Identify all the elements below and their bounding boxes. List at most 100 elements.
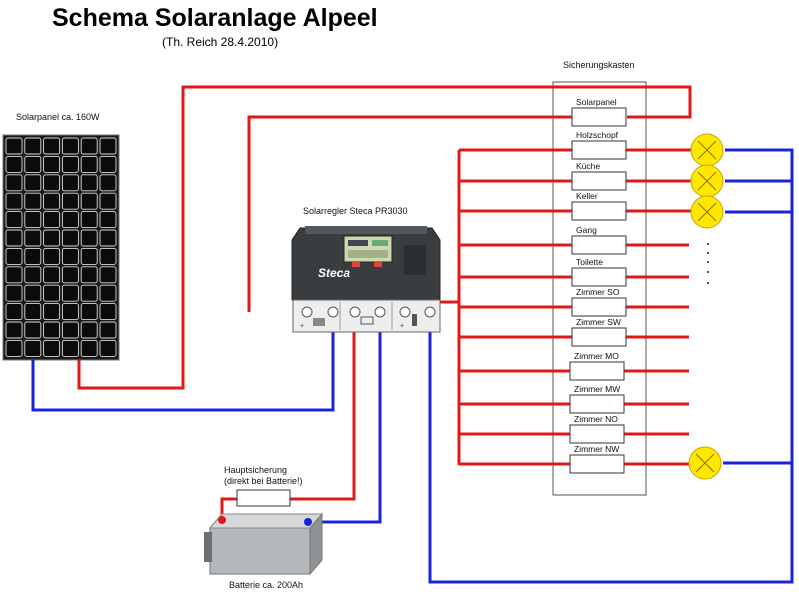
solar-cell xyxy=(61,192,79,210)
controller-button-1 xyxy=(352,262,360,267)
more-lamps-ellipsis xyxy=(707,243,709,284)
solar-cell xyxy=(80,192,98,210)
solar-cell xyxy=(99,266,117,284)
solar-cell xyxy=(80,339,98,357)
battery-label: Batterie ca. 200Ah xyxy=(229,580,304,590)
charge-controller: + + xyxy=(291,226,441,333)
solar-cell xyxy=(5,155,23,173)
solar-cell xyxy=(61,266,79,284)
solar-cell xyxy=(99,229,117,247)
diagram-title: Schema Solaranlage Alpeel xyxy=(52,4,378,32)
solar-cell xyxy=(24,284,42,302)
solar-cell xyxy=(61,229,79,247)
fuse-label: Küche xyxy=(576,161,600,171)
lamp-kueche xyxy=(690,164,724,198)
negative-wires xyxy=(31,148,794,584)
solar-cell xyxy=(80,303,98,321)
solar-cell xyxy=(5,247,23,265)
fuse-label: Keller xyxy=(576,191,598,201)
solar-cell xyxy=(80,321,98,339)
solar-cell xyxy=(99,137,117,155)
solar-cell xyxy=(61,155,79,173)
solar-cell xyxy=(5,321,23,339)
solar-cell xyxy=(5,229,23,247)
solar-cell xyxy=(43,247,61,265)
solar-cell xyxy=(80,284,98,302)
fuse-box-slot xyxy=(571,107,627,127)
wire-battery-negative xyxy=(308,320,382,524)
solar-cell xyxy=(99,339,117,357)
fuse-label: Zimmer SW xyxy=(576,317,621,327)
solar-cell xyxy=(80,211,98,229)
fuse-label: Zimmer NO xyxy=(574,414,618,424)
fuse-label: Zimmer NW xyxy=(574,444,619,454)
solar-cell xyxy=(80,266,98,284)
solar-cell xyxy=(24,247,42,265)
battery xyxy=(204,512,324,576)
fuse-box-slot xyxy=(569,361,625,381)
solar-cell xyxy=(24,192,42,210)
solar-cell xyxy=(80,174,98,192)
solar-cell xyxy=(61,137,79,155)
fuse-box-slot xyxy=(569,394,625,414)
fuse-box-slot xyxy=(569,424,625,444)
controller-button-2 xyxy=(374,262,382,267)
solar-panel-label: Solarpanel ca. 160W xyxy=(16,112,100,122)
fuse-box-slot xyxy=(571,297,627,317)
svg-text:+: + xyxy=(400,323,404,330)
solar-cell xyxy=(99,174,117,192)
solar-cell xyxy=(99,211,117,229)
solar-cell xyxy=(61,174,79,192)
fuse-label: Solarpanel xyxy=(576,97,617,107)
regulator-label: Solarregler Steca PR3030 xyxy=(303,206,408,216)
wire-panel-negative xyxy=(31,320,335,412)
solar-cell xyxy=(5,303,23,321)
solar-cell xyxy=(43,155,61,173)
solar-cell xyxy=(61,284,79,302)
solar-cell xyxy=(43,321,61,339)
main-fuse-label: Hauptsicherung xyxy=(224,465,288,475)
solar-cell xyxy=(24,321,42,339)
solar-cell xyxy=(5,192,23,210)
solar-cell xyxy=(43,192,61,210)
solar-cell xyxy=(61,321,79,339)
fuse-label: Zimmer SO xyxy=(576,287,620,297)
controller-brand-text: Steca xyxy=(318,266,350,280)
controller-display xyxy=(343,235,393,263)
diagram-subtitle: (Th. Reich 28.4.2010) xyxy=(162,35,279,49)
fuse-box-slot xyxy=(571,267,627,287)
fuse-box-slot xyxy=(571,140,627,160)
solar-cell xyxy=(43,174,61,192)
solar-cell xyxy=(24,339,42,357)
solar-cell xyxy=(43,339,61,357)
solar-cell xyxy=(43,229,61,247)
solar-cell xyxy=(43,211,61,229)
solar-cell xyxy=(5,137,23,155)
fuse-label: Toilette xyxy=(576,257,603,267)
fuse-box-slot xyxy=(571,171,627,191)
fuse-label: Zimmer MO xyxy=(574,351,619,361)
fuse-box-slot xyxy=(571,235,627,255)
fuse-box-slot xyxy=(571,201,627,221)
solar-cell xyxy=(61,303,79,321)
lamp-zimmer-nw xyxy=(688,446,722,480)
solar-cell xyxy=(43,266,61,284)
solar-cell xyxy=(43,303,61,321)
solar-cell xyxy=(5,211,23,229)
fuse-label: Holzschopf xyxy=(576,130,619,140)
solar-cell xyxy=(5,174,23,192)
fuse-box-slot xyxy=(571,327,627,347)
solar-cell xyxy=(24,229,42,247)
svg-text:+: + xyxy=(300,323,304,330)
solar-cell xyxy=(24,211,42,229)
solar-cell xyxy=(43,137,61,155)
solar-cell xyxy=(99,303,117,321)
fuse-box-label: Sicherungskasten xyxy=(563,60,635,70)
solar-cell xyxy=(99,321,117,339)
solar-panel-cells xyxy=(5,137,117,357)
solar-cell xyxy=(24,155,42,173)
fuse-box-slot xyxy=(569,454,625,474)
fuse-label: Zimmer MW xyxy=(574,384,620,394)
lamp-holzschopf xyxy=(690,133,724,167)
